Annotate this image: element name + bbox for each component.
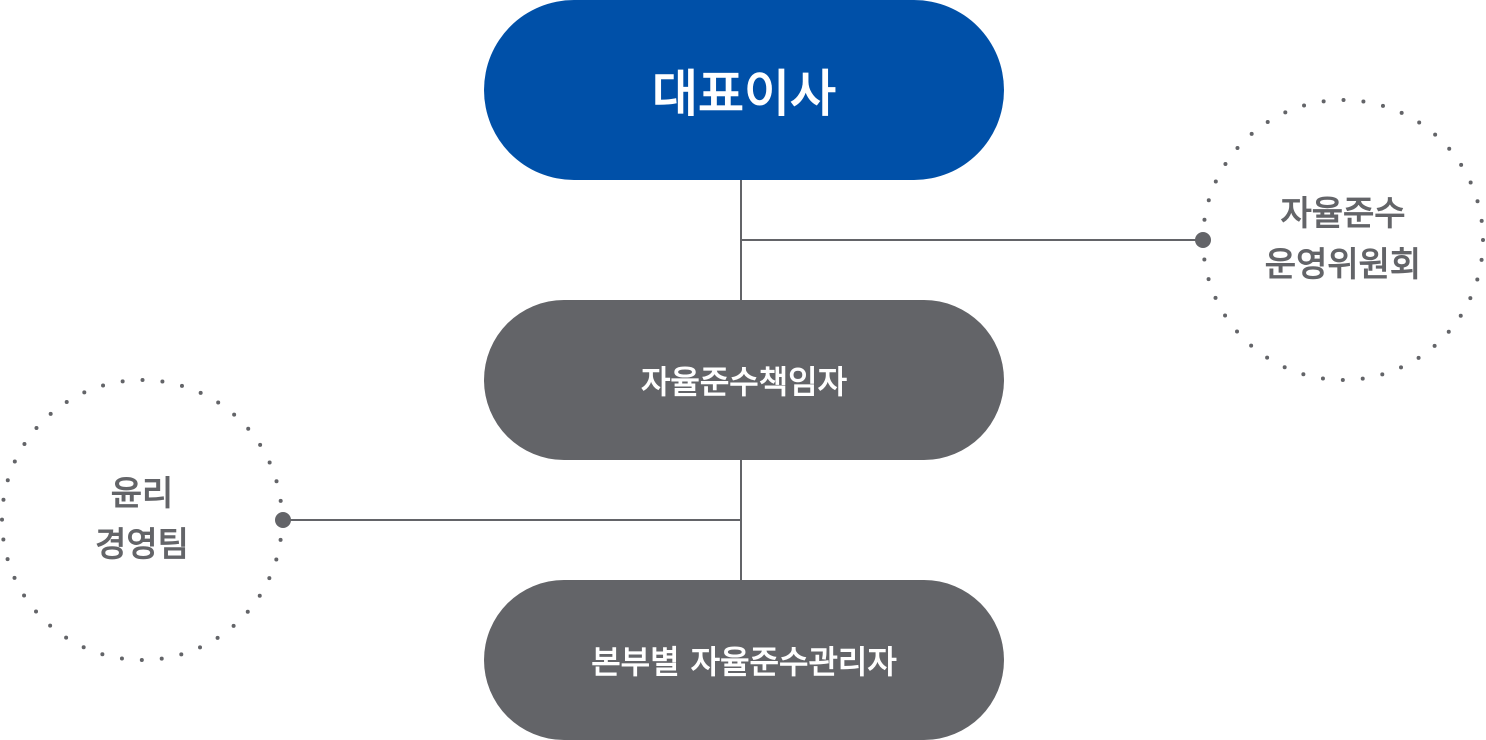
committee-label-line2: 운영위원회	[1264, 245, 1422, 285]
division-managers-node: 본부별 자율준수관리자	[484, 580, 1004, 740]
committee-node: 자율준수 운영위원회	[1203, 100, 1483, 380]
ethics-label-line1: 윤리	[110, 474, 174, 514]
ethics-label-line2: 경영팀	[95, 525, 189, 565]
compliance-officer-label: 자율준수책임자	[640, 363, 848, 401]
ethics-dotted-circle	[0, 378, 284, 662]
committee-label-line1: 자율준수	[1280, 194, 1406, 234]
compliance-officer-node: 자율준수책임자	[484, 300, 1004, 460]
committee-dotted-circle	[1201, 98, 1485, 382]
division-managers-label: 본부별 자율준수관리자	[591, 643, 897, 681]
ceo-label: 대표이사	[652, 65, 836, 123]
ethics-team-node: 윤리 경영팀	[2, 380, 282, 660]
ceo-node: 대표이사	[484, 0, 1004, 180]
